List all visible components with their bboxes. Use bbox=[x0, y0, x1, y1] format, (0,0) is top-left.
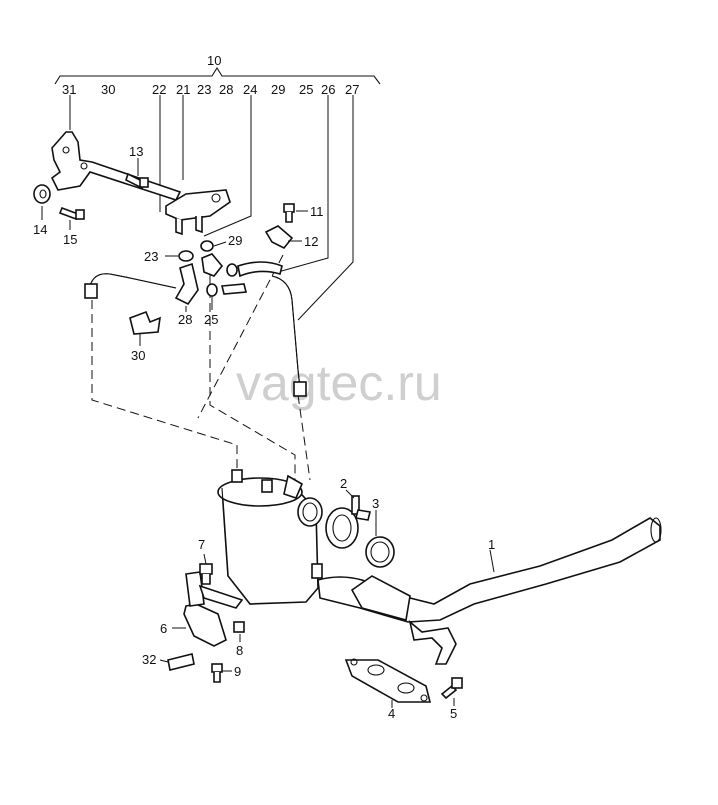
callout-26: 26 bbox=[321, 82, 335, 97]
callout-31: 31 bbox=[62, 82, 76, 97]
callout-25b: 25 bbox=[204, 312, 218, 327]
callout-10: 10 bbox=[207, 53, 221, 68]
dash-line-mid bbox=[209, 275, 296, 480]
callout-30b: 30 bbox=[131, 348, 145, 363]
bolt-7 bbox=[199, 563, 213, 585]
leader-27 bbox=[297, 95, 354, 321]
hose-30-piece bbox=[220, 283, 248, 295]
leader-7 bbox=[203, 553, 207, 565]
hose-clamp-25 bbox=[206, 283, 218, 297]
callout-15: 15 bbox=[63, 232, 77, 247]
callout-28a: 28 bbox=[219, 82, 233, 97]
gasket-3 bbox=[365, 536, 395, 568]
pressure-sensor-21 bbox=[165, 189, 231, 236]
callout-labels: 10 31 30 22 21 23 28 24 29 25 26 27 13 1… bbox=[33, 53, 495, 721]
callout-27: 27 bbox=[345, 82, 359, 97]
leader-24 bbox=[203, 95, 252, 237]
mounting-bracket-31 bbox=[50, 131, 182, 201]
dash-line-left bbox=[91, 300, 238, 470]
bracket-6 bbox=[183, 571, 244, 647]
callout-29b: 29 bbox=[228, 233, 242, 248]
grommet-14 bbox=[33, 184, 51, 204]
callout-11: 11 bbox=[310, 204, 324, 219]
bolt-13 bbox=[125, 172, 149, 190]
hose-24 bbox=[201, 253, 224, 277]
particulate-filter bbox=[217, 469, 323, 605]
callout-5: 5 bbox=[450, 706, 457, 721]
mounting-bracket-pipe bbox=[408, 619, 457, 665]
hose-28 bbox=[174, 262, 199, 306]
watermark: vagtec.ru bbox=[236, 355, 442, 411]
callout-25a: 25 bbox=[299, 82, 313, 97]
dash-line-diag bbox=[197, 254, 284, 419]
bolt-9 bbox=[211, 663, 223, 683]
nut-8 bbox=[233, 621, 245, 633]
bolt-5 bbox=[440, 677, 463, 700]
bolt-15 bbox=[58, 206, 85, 221]
callout-8: 8 bbox=[236, 643, 243, 658]
pressure-pipe-left bbox=[84, 273, 177, 299]
callout-23a: 23 bbox=[197, 82, 211, 97]
flange-4 bbox=[344, 658, 432, 703]
callout-24: 24 bbox=[243, 82, 257, 97]
leader-26 bbox=[277, 95, 329, 273]
leader-29b bbox=[213, 241, 227, 247]
callout-32: 32 bbox=[142, 652, 156, 667]
callout-22: 22 bbox=[152, 82, 166, 97]
callout-21: 21 bbox=[176, 82, 190, 97]
callout-13: 13 bbox=[129, 144, 143, 159]
leader-2 bbox=[345, 489, 355, 499]
callout-1: 1 bbox=[488, 537, 495, 552]
hose-clamp-29 bbox=[200, 240, 214, 252]
dash-line-right bbox=[297, 394, 311, 481]
callout-9: 9 bbox=[234, 664, 241, 679]
callout-2: 2 bbox=[340, 476, 347, 491]
callout-23b: 23 bbox=[144, 249, 158, 264]
leader-32 bbox=[159, 659, 169, 663]
pressure-pipe-right bbox=[271, 275, 307, 397]
bolt-11 bbox=[283, 203, 295, 223]
callout-6: 6 bbox=[160, 621, 167, 636]
group-10-bracket bbox=[54, 66, 381, 85]
clamp-2 bbox=[325, 495, 371, 549]
callout-3: 3 bbox=[372, 496, 379, 511]
clip-30 bbox=[129, 310, 161, 335]
hose-26 bbox=[226, 261, 283, 278]
exhaust-pipe-1 bbox=[317, 517, 662, 623]
callout-4: 4 bbox=[388, 706, 395, 721]
callout-29a: 29 bbox=[271, 82, 285, 97]
callout-14: 14 bbox=[33, 222, 47, 237]
hose-clamp-23 bbox=[178, 250, 194, 262]
callout-7: 7 bbox=[198, 537, 205, 552]
stud-32 bbox=[167, 653, 195, 671]
callout-28b: 28 bbox=[178, 312, 192, 327]
callout-12: 12 bbox=[304, 234, 318, 249]
callout-30a: 30 bbox=[101, 82, 115, 97]
leader-1 bbox=[489, 549, 495, 573]
clip-12 bbox=[264, 225, 294, 250]
